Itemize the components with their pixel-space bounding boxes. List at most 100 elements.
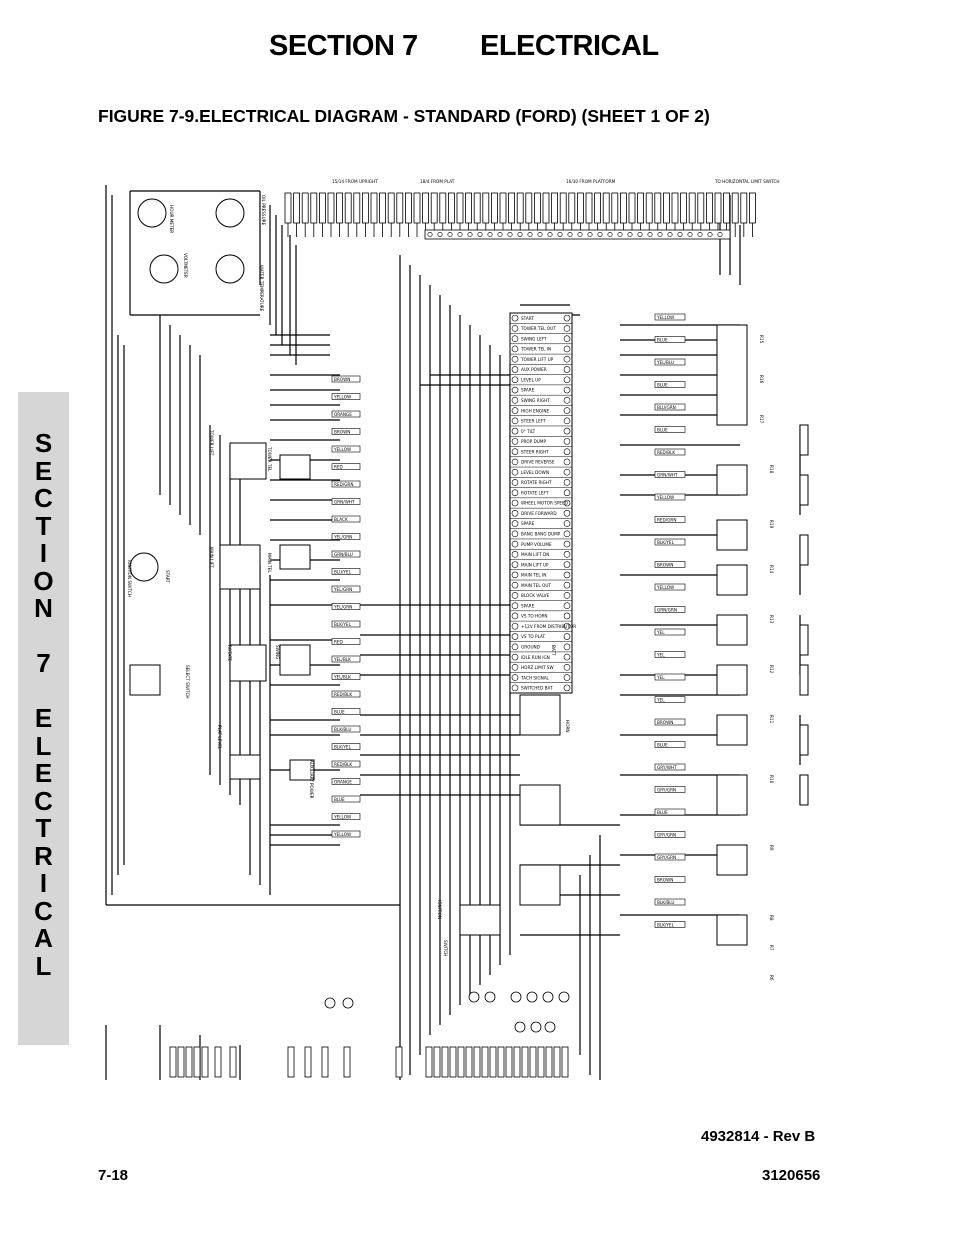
wire-tag	[331, 830, 361, 838]
wire-flag	[671, 192, 679, 224]
component-label: AUXILIARY POWER	[309, 760, 314, 799]
wire-tag	[654, 718, 686, 726]
terminal-right-pin	[563, 520, 571, 527]
schematic-frame-wires	[105, 185, 801, 1080]
connector-plug	[544, 1021, 556, 1033]
wire-flag	[344, 192, 352, 224]
terminal-label: STEER RIGHT	[521, 449, 549, 454]
wire-tag	[331, 725, 361, 733]
connector-plug	[468, 991, 480, 1003]
terminal-label: ROTATE RIGHT	[521, 480, 552, 485]
terminal-pin	[717, 231, 723, 237]
top-label: 18/4 FROM PLAT	[420, 179, 455, 184]
bottom-wire-flag	[465, 1046, 473, 1078]
terminal-right-pin	[563, 571, 571, 579]
relay-label: R10	[769, 775, 774, 784]
wire-tag	[331, 673, 361, 680]
component-label: IGNITION	[437, 900, 442, 919]
bottom-wire-flag	[177, 1046, 185, 1078]
wire-flag	[456, 192, 464, 224]
terminal-left-pin	[511, 366, 519, 373]
terminal-label: SPARE	[521, 388, 535, 393]
terminal-label: MAIN LIFT DN	[521, 552, 549, 557]
terminal-label: VS TO PLAT	[521, 634, 546, 639]
terminal-label: TOWER TEL IN	[520, 347, 551, 352]
wire-flag	[301, 192, 309, 224]
terminal-right-pin	[563, 366, 571, 373]
terminal-left-pin	[511, 684, 519, 692]
terminal-pin	[627, 231, 633, 237]
terminal-pin	[527, 231, 533, 237]
terminal-right-pin	[563, 540, 571, 548]
wire-tag-label: BLUE	[657, 810, 668, 815]
terminal-left-pin	[511, 509, 519, 517]
bottom-wire-flag	[529, 1046, 537, 1078]
terminal-right-pin	[563, 448, 571, 455]
wire-flag	[611, 192, 619, 224]
side-tab-letter: A	[34, 923, 53, 953]
wire-tag-label: BLK/BLU	[657, 900, 674, 905]
relay-label: R15	[759, 335, 764, 344]
wire-flag	[594, 192, 602, 224]
terminal-pin	[567, 231, 573, 237]
terminal-label: 0° TILT	[521, 429, 536, 434]
terminal-label: LEVEL DOWN	[521, 470, 549, 475]
wire-tag	[331, 375, 361, 383]
terminal-left-pin	[511, 622, 519, 630]
relay-label: R6	[769, 975, 774, 981]
terminal-label: TOWER LIFT UP	[520, 357, 554, 362]
relay-label: R14	[769, 565, 774, 574]
terminal-left-pin	[511, 592, 519, 599]
terminal-right-pin	[563, 653, 571, 661]
wire-flag	[430, 192, 438, 224]
wire-tag	[654, 448, 686, 456]
wire-flag	[447, 192, 455, 224]
wire-tag-label: YEL/BLK	[333, 674, 351, 679]
wire-tag	[331, 410, 361, 418]
bottom-wire-flag	[553, 1046, 561, 1078]
wire-tag	[654, 763, 686, 771]
wire-tag-label: BROWN	[334, 377, 350, 382]
terminal-pin	[557, 231, 563, 237]
wire-tag	[331, 690, 361, 698]
left-wire-labels: BROWNYELLOWORANGEBROWNYELLOWREDRED/GRNGR…	[127, 195, 570, 956]
terminal-label: STEER LEFT	[521, 419, 546, 424]
terminal-left-pin	[511, 479, 519, 486]
connector-plug	[342, 997, 354, 1009]
terminal-left-pin	[511, 417, 519, 425]
wire-flag	[568, 192, 576, 224]
wire-tag-label: YELLOW	[333, 814, 351, 819]
wire-flag	[706, 192, 713, 224]
relay-label: R12	[769, 665, 774, 674]
side-tab-letter: N	[34, 593, 53, 623]
bottom-wire-flag	[489, 1046, 497, 1078]
wire-tag-label: GRY/GRN	[657, 787, 676, 792]
terminal-label: IDLE RUN IGN	[521, 655, 550, 660]
wire-flag	[551, 192, 559, 224]
wire-flag	[749, 192, 756, 224]
wire-tag-label: RED/GRN	[334, 482, 353, 487]
wire-tag-label: BLUE	[334, 709, 345, 714]
terminal-label: ROTATE LEFT	[521, 490, 549, 495]
terminal-right-pin	[563, 612, 571, 620]
wire-tag	[654, 426, 686, 433]
terminal-right-pin	[563, 355, 571, 363]
terminal-right-pin	[563, 417, 571, 425]
connector-plug	[526, 991, 538, 1003]
wire-tag	[654, 358, 686, 366]
wire-flag	[310, 192, 318, 224]
terminal-pin	[617, 231, 623, 237]
terminal-left-pin	[511, 571, 519, 579]
wire-tag	[331, 428, 361, 435]
terminal-label: DRIVE FORWARD	[521, 511, 557, 516]
bottom-wire-flag	[395, 1046, 403, 1078]
terminal-pin	[437, 231, 443, 237]
wire-flag	[576, 192, 584, 224]
terminal-left-pin	[511, 499, 519, 507]
wire-flag	[731, 192, 739, 224]
wire-tag	[331, 655, 361, 663]
terminal-label: LEVEL UP	[521, 377, 541, 382]
wire-tag	[654, 741, 686, 748]
section-number: SECTION 7	[269, 30, 418, 62]
bottom-wire-flag	[185, 1046, 193, 1078]
